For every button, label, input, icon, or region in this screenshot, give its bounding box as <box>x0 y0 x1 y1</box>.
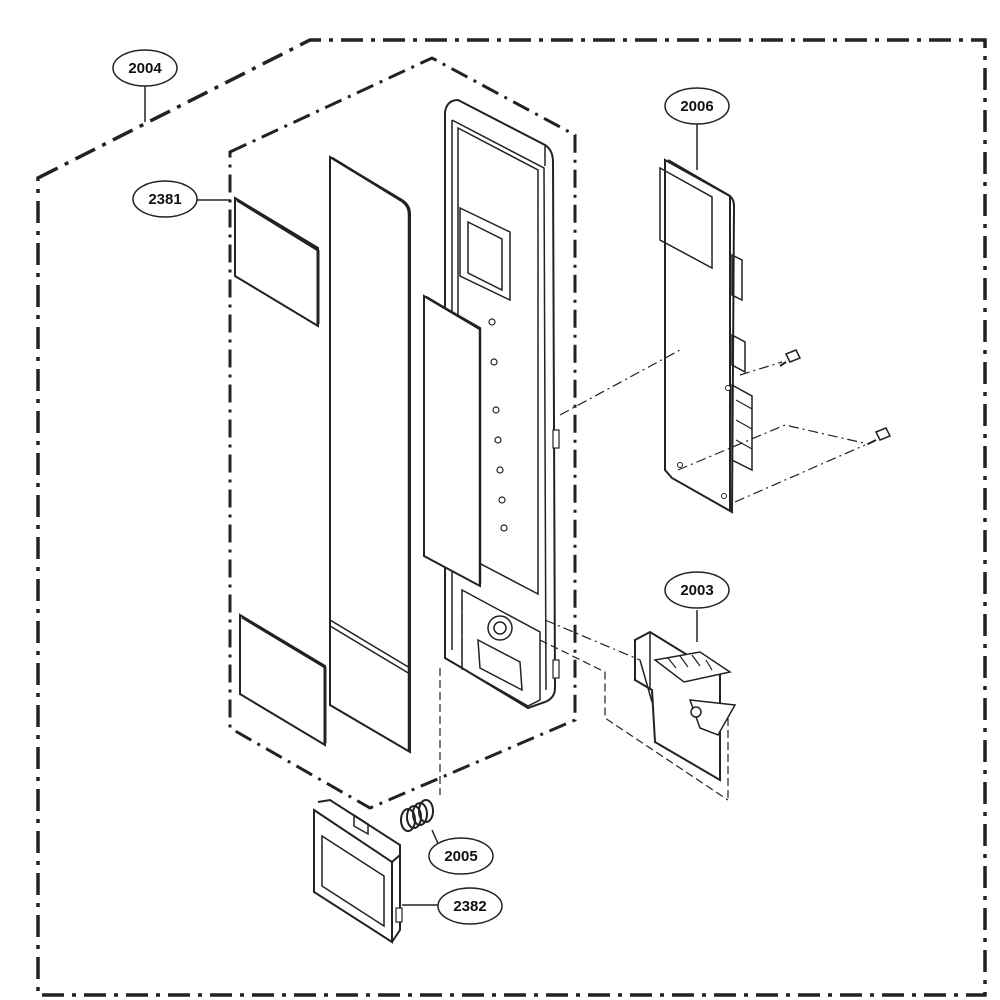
callout-2381: 2381 <box>132 180 198 218</box>
assembly-leader-latch-bottom <box>539 639 729 801</box>
door-latch <box>634 630 737 782</box>
panel-sheet <box>329 155 411 754</box>
assembly-leader-screw-lower-b <box>734 444 866 503</box>
callout-2004: 2004 <box>112 49 178 87</box>
spring <box>400 799 434 832</box>
callout-2382: 2382 <box>437 887 503 925</box>
callout-2382-label: 2382 <box>453 898 486 915</box>
callout-2005: 2005 <box>428 837 494 875</box>
callout-2381-label: 2381 <box>148 191 181 208</box>
screw-lower <box>867 427 892 445</box>
pcb-board <box>659 158 753 514</box>
assembly-leader-latch-top <box>544 619 641 661</box>
subassembly-boundary-inner <box>228 56 577 810</box>
screw-upper <box>779 349 802 367</box>
callout-2006-label: 2006 <box>680 98 713 115</box>
door-open-button <box>313 798 403 944</box>
film-top <box>234 196 320 328</box>
callout-2003: 2003 <box>664 571 730 609</box>
keypad-insert <box>423 294 482 588</box>
callout-2004-label: 2004 <box>128 60 162 77</box>
assembly-boundary-outer <box>36 38 987 997</box>
callout-2005-label: 2005 <box>444 848 477 865</box>
assembly-leader-pcb <box>559 349 681 416</box>
callout-2006: 2006 <box>664 87 730 125</box>
film-bottom <box>239 613 327 747</box>
callout-2003-label: 2003 <box>680 582 713 599</box>
assembly-leader-screw-upper <box>739 361 783 376</box>
